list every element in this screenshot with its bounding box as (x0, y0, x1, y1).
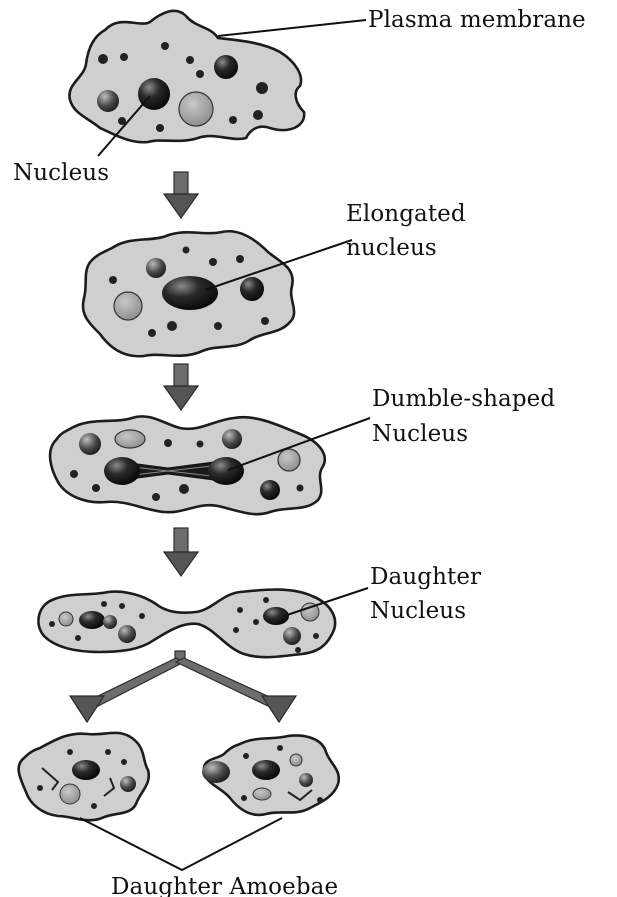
food-vacuole (290, 754, 302, 766)
dark-pseudopod-tip (202, 761, 230, 783)
granule (243, 753, 249, 759)
vacuole (214, 55, 238, 79)
granule (105, 749, 111, 755)
granule (261, 317, 269, 325)
food-vacuole (253, 788, 271, 800)
vacuole (97, 90, 119, 112)
granule (120, 53, 128, 61)
daughter-nucleus-label-line1: Daughter (370, 564, 481, 590)
granule (75, 635, 81, 641)
granule (183, 247, 190, 254)
daughter-amoebae-label: Daughter Amoebae (111, 874, 338, 897)
granule (277, 745, 283, 751)
granule (256, 82, 268, 94)
nucleus-label: Nucleus (13, 160, 109, 186)
granule (237, 607, 243, 613)
down-arrow (164, 528, 198, 576)
elongated-nucleus (162, 276, 218, 310)
vacuole (103, 615, 117, 629)
granule (139, 613, 145, 619)
granule (196, 70, 204, 78)
granule (253, 619, 259, 625)
granule (179, 484, 189, 494)
vacuole (260, 480, 280, 500)
vacuole (118, 625, 136, 643)
stage-2-amoeba (83, 231, 294, 356)
vacuole (299, 773, 313, 787)
granule (156, 124, 164, 132)
granule (109, 276, 117, 284)
granule (37, 785, 43, 791)
vacuole (120, 776, 136, 792)
down-arrow (164, 364, 198, 410)
down-arrow (164, 172, 198, 218)
vacuole (79, 433, 101, 455)
granule (167, 321, 177, 331)
granule (236, 255, 244, 263)
granule (164, 439, 172, 447)
food-vacuole (278, 449, 300, 471)
granule (148, 329, 156, 337)
food-vacuole (179, 92, 213, 126)
granule (152, 493, 160, 501)
granule (161, 42, 169, 50)
daughter-nucleus-label-line2: Nucleus (370, 598, 466, 624)
granule (241, 795, 247, 801)
split-arrows (70, 651, 296, 722)
elongated-nucleus-label-line2: nucleus (346, 235, 437, 261)
granule (233, 627, 239, 633)
plasma-membrane-leader-line (218, 20, 366, 36)
food-vacuole (115, 430, 145, 448)
granule (313, 633, 319, 639)
daughter-amoeba-left (19, 733, 149, 820)
granule (91, 803, 97, 809)
granule (295, 647, 301, 653)
nucleus (72, 760, 100, 780)
vacuole (146, 258, 166, 278)
vacuole (240, 277, 264, 301)
granule (229, 116, 237, 124)
daughter-amoebae-bracket (80, 818, 282, 870)
vacuole (283, 627, 301, 645)
food-vacuole (60, 784, 80, 804)
daughter-amoeba-right (202, 736, 339, 815)
granule (297, 485, 304, 492)
granule (101, 601, 107, 607)
daughter-nucleus (79, 611, 105, 629)
granule (119, 603, 125, 609)
granule (49, 621, 55, 627)
granule (121, 759, 127, 765)
granule (209, 258, 217, 266)
granule (214, 322, 222, 330)
granule (197, 441, 204, 448)
granule (253, 110, 263, 120)
granule (263, 597, 269, 603)
dumbbell-nucleus-label-line2: Nucleus (372, 421, 468, 447)
vacuole (222, 429, 242, 449)
granule (70, 470, 78, 478)
granule (317, 797, 323, 803)
food-vacuole (114, 292, 142, 320)
dumbbell-nucleus-label-line1: Dumble-shaped (372, 386, 555, 412)
food-vacuole (59, 612, 73, 626)
granule (67, 749, 73, 755)
granule (98, 54, 108, 64)
stage-3-amoeba (50, 416, 325, 514)
plasma-membrane-label: Plasma membrane (368, 7, 586, 33)
elongated-nucleus-label-line1: Elongated (346, 201, 466, 227)
nucleus (252, 760, 280, 780)
stage-4-dividing-amoeba (38, 590, 335, 658)
granule (92, 484, 100, 492)
granule (186, 56, 194, 64)
